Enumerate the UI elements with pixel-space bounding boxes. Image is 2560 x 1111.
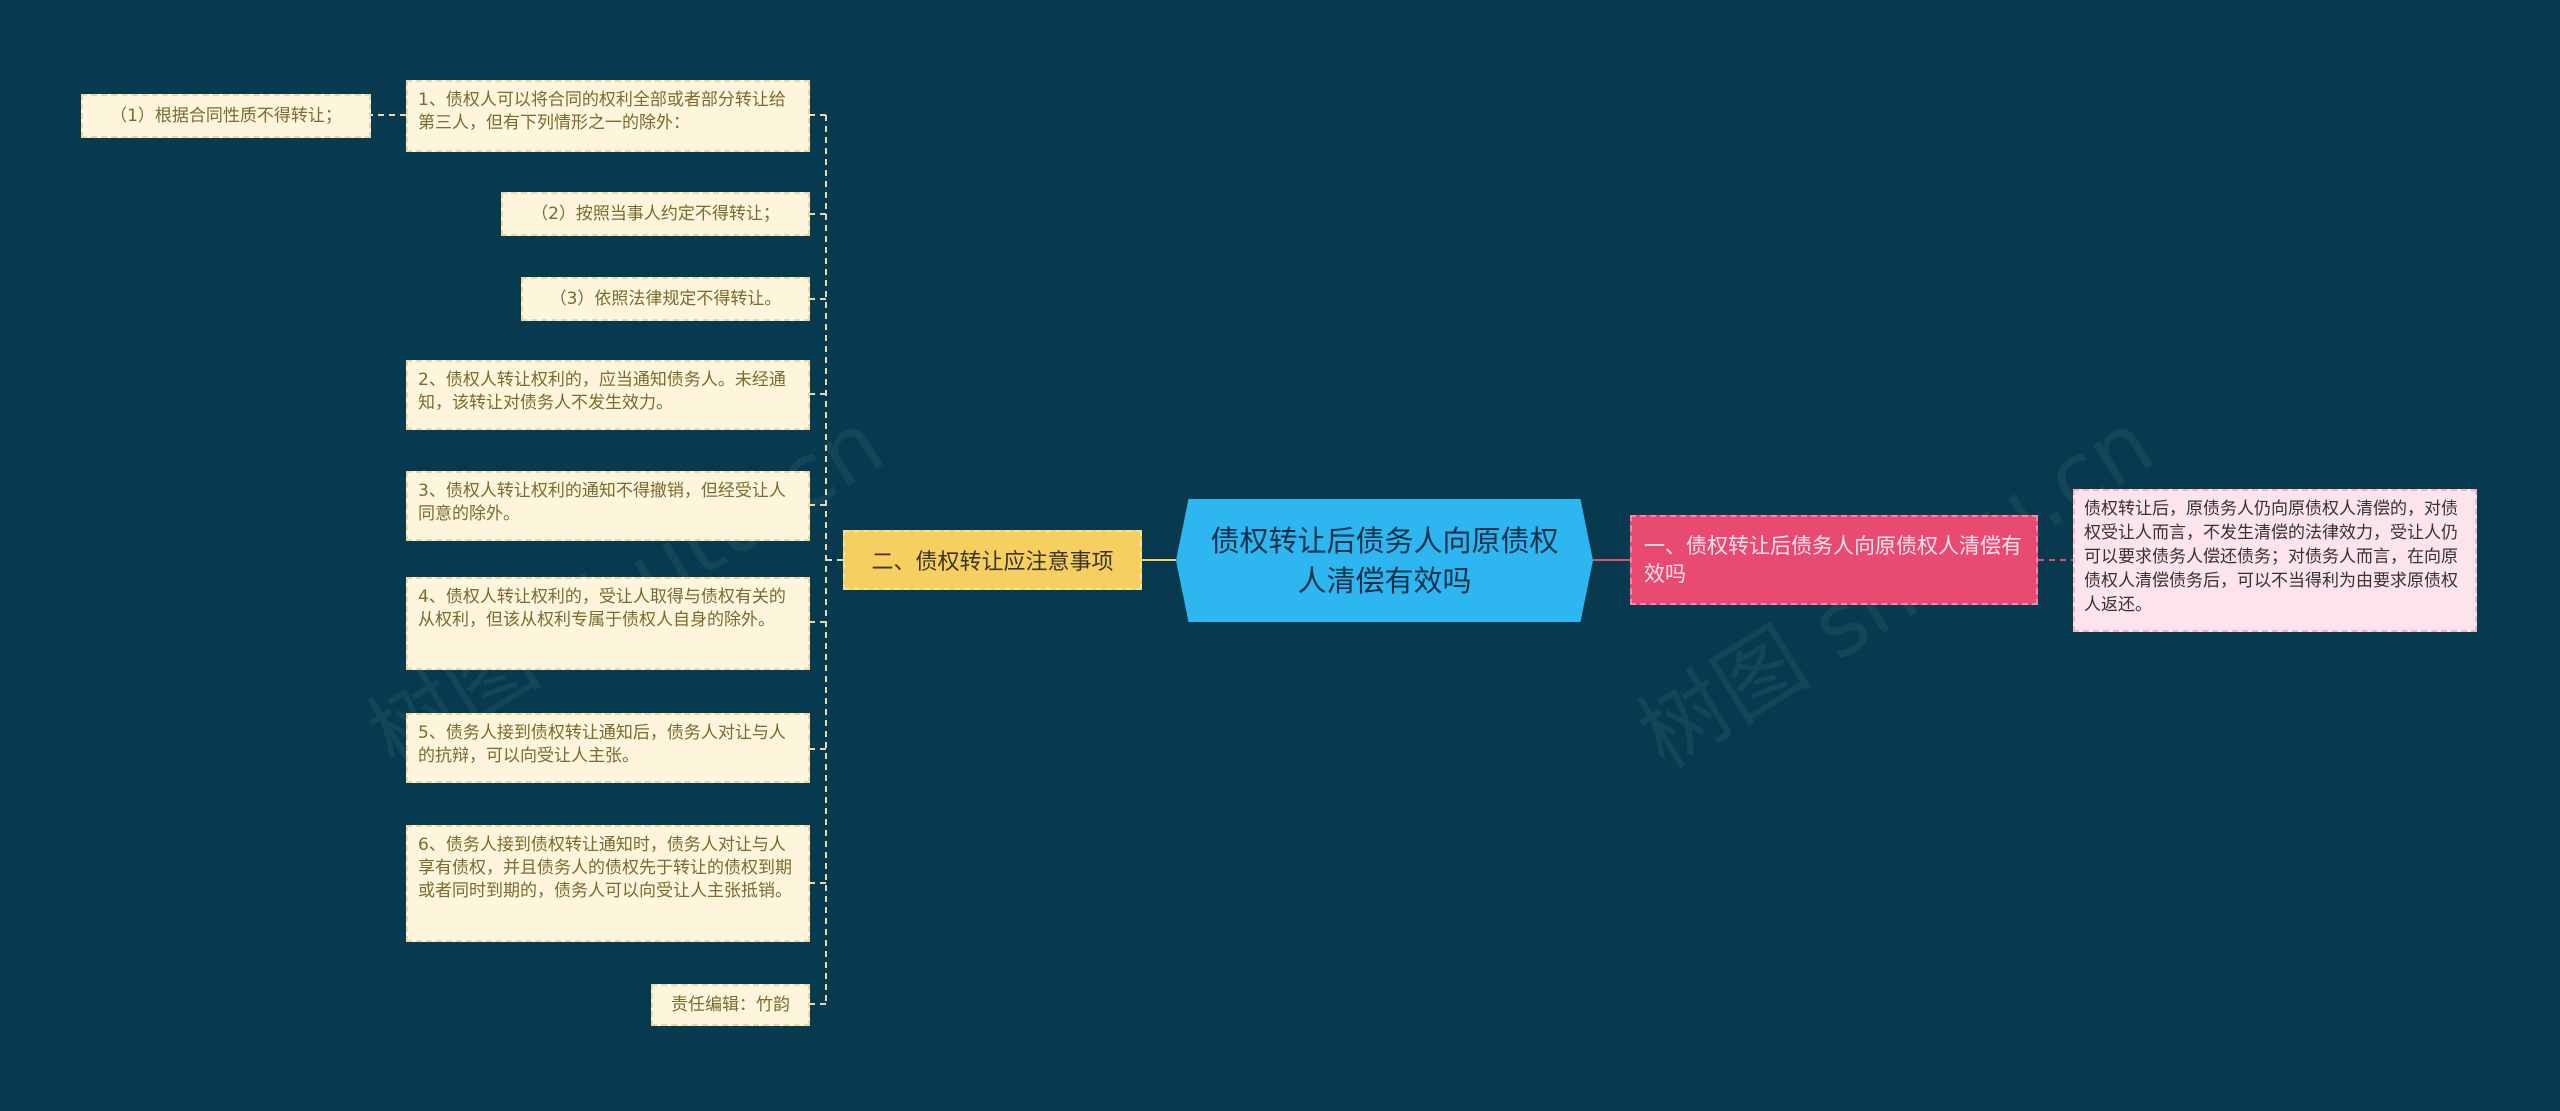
leaf-text: （2）按照当事人约定不得转让； [531, 203, 780, 224]
root-topic[interactable]: 债权转让后债务人向原债权人清偿有效吗 [1176, 499, 1593, 622]
branch-label: 一、债权转让后债务人向原债权人清偿有效吗 [1644, 534, 2022, 586]
leaf-item-3[interactable]: （3）依照法律规定不得转让。 [521, 277, 810, 321]
leaf-text: 3、债权人转让权利的通知不得撤销，但经受让人同意的除外。 [418, 481, 786, 524]
leaf-item-5[interactable]: 3、债权人转让权利的通知不得撤销，但经受让人同意的除外。 [406, 471, 810, 541]
leaf-item-8[interactable]: 6、债务人接到债权转让通知时，债务人对让与人享有债权，并且债务人的债权先于转让的… [406, 825, 810, 942]
leaf-item-4[interactable]: 2、债权人转让权利的，应当通知债务人。未经通知，该转让对债务人不发生效力。 [406, 360, 810, 430]
leaf-text: 债权转让后，原债务人仍向原债权人清偿的，对债权受让人而言，不发生清偿的法律效力，… [2084, 499, 2458, 615]
leaf-item-1[interactable]: 1、债权人可以将合同的权利全部或者部分转让给第三人，但有下列情形之一的除外： [406, 80, 810, 152]
leaf-text: 5、债务人接到债权转让通知后，债务人对让与人的抗辩，可以向受让人主张。 [418, 723, 786, 766]
leaf-text: 1、债权人可以将合同的权利全部或者部分转让给第三人，但有下列情形之一的除外： [418, 90, 786, 133]
leaf-text: 责任编辑：竹韵 [671, 994, 790, 1015]
leaf-text: （1）根据合同性质不得转让； [110, 105, 342, 126]
leaf-item-7[interactable]: 5、债务人接到债权转让通知后，债务人对让与人的抗辩，可以向受让人主张。 [406, 713, 810, 783]
root-topic-label: 债权转让后债务人向原债权人清偿有效吗 [1210, 523, 1559, 598]
branch-validity-question[interactable]: 一、债权转让后债务人向原债权人清偿有效吗 [1630, 515, 2038, 605]
leaf-text: 6、债务人接到债权转让通知时，债务人对让与人享有债权，并且债务人的债权先于转让的… [418, 835, 792, 901]
leaf-item-6[interactable]: 4、债权人转让权利的，受让人取得与债权有关的从权利，但该从权利专属于债权人自身的… [406, 577, 810, 670]
branch-label: 二、债权转让应注意事项 [871, 550, 1114, 575]
leaf-text: （3）依照法律规定不得转让。 [549, 288, 782, 309]
leaf-text: 4、债权人转让权利的，受让人取得与债权有关的从权利，但该从权利专属于债权人自身的… [418, 587, 786, 630]
leaf-answer[interactable]: 债权转让后，原债务人仍向原债权人清偿的，对债权受让人而言，不发生清偿的法律效力，… [2073, 489, 2477, 632]
leaf-text: 2、债权人转让权利的，应当通知债务人。未经通知，该转让对债务人不发生效力。 [418, 370, 786, 413]
leaf-item-2[interactable]: （2）按照当事人约定不得转让； [501, 192, 810, 236]
leaf-editor[interactable]: 责任编辑：竹韵 [651, 984, 810, 1026]
branch-attention-items[interactable]: 二、债权转让应注意事项 [843, 530, 1142, 590]
grandchild-item[interactable]: （1）根据合同性质不得转让； [81, 94, 371, 138]
